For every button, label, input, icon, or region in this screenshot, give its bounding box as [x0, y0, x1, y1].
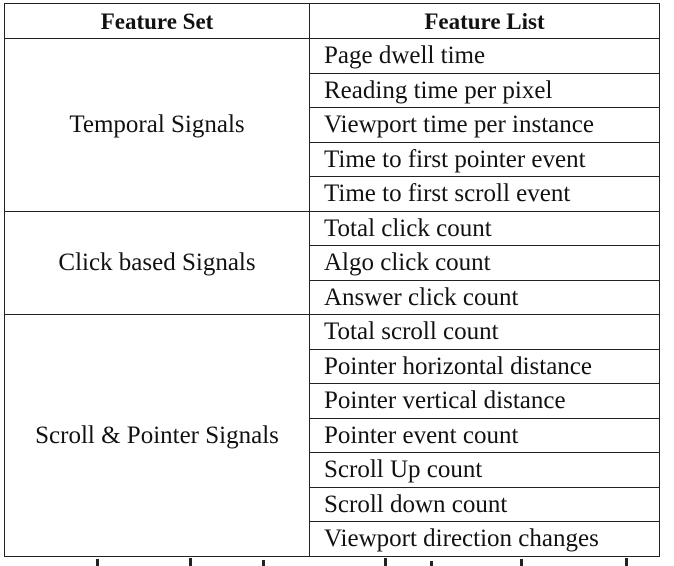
feature-item: Scroll down count: [309, 486, 660, 522]
feature-set-temporal: Temporal Signals: [4, 38, 310, 212]
table-row: Pointer vertical distance: [5, 383, 660, 419]
feature-item: Pointer vertical distance: [309, 383, 660, 419]
feature-item: Pointer horizontal distance: [309, 348, 660, 384]
feature-set-scroll-pointer: Scroll & Pointer Signals: [4, 314, 310, 557]
header-feature-set: Feature Set: [4, 3, 310, 39]
feature-item: Answer click count: [309, 279, 660, 315]
table-row: Scroll Up count: [5, 452, 660, 488]
feature-table: Feature Set Feature List Temporal Signal…: [4, 3, 660, 557]
table-row: Scroll & Pointer Signals Total scroll co…: [4, 314, 660, 557]
cropped-caption-fragment: [96, 558, 628, 566]
feature-item: Algo click count: [309, 245, 660, 281]
table-row: Scroll down count: [5, 486, 660, 522]
feature-set-click: Click based Signals: [4, 210, 310, 315]
feature-item: Time to first pointer event: [309, 141, 660, 177]
feature-item: Reading time per pixel: [309, 72, 660, 108]
feature-item: Scroll Up count: [309, 452, 660, 488]
feature-item: Time to first scroll event: [309, 176, 660, 212]
table-row: Time to first pointer event: [5, 141, 660, 177]
table-row: Click based Signals Total click count: [4, 210, 660, 315]
table-row: Viewport direction changes: [5, 521, 660, 557]
table-row: Answer click count: [5, 279, 660, 315]
header-feature-list: Feature List: [309, 3, 660, 39]
feature-item: Viewport direction changes: [309, 521, 660, 557]
feature-item: Total scroll count: [309, 314, 660, 350]
feature-item: Pointer event count: [309, 417, 660, 453]
table-row: Reading time per pixel: [5, 72, 660, 108]
table-row: Temporal Signals Page dwell time: [4, 38, 660, 212]
table-row: Viewport time per instance: [5, 107, 660, 143]
feature-item: Total click count: [309, 210, 660, 246]
feature-item: Page dwell time: [309, 38, 660, 74]
feature-item: Viewport time per instance: [309, 107, 660, 143]
header-row: Feature Set Feature List: [4, 3, 660, 39]
